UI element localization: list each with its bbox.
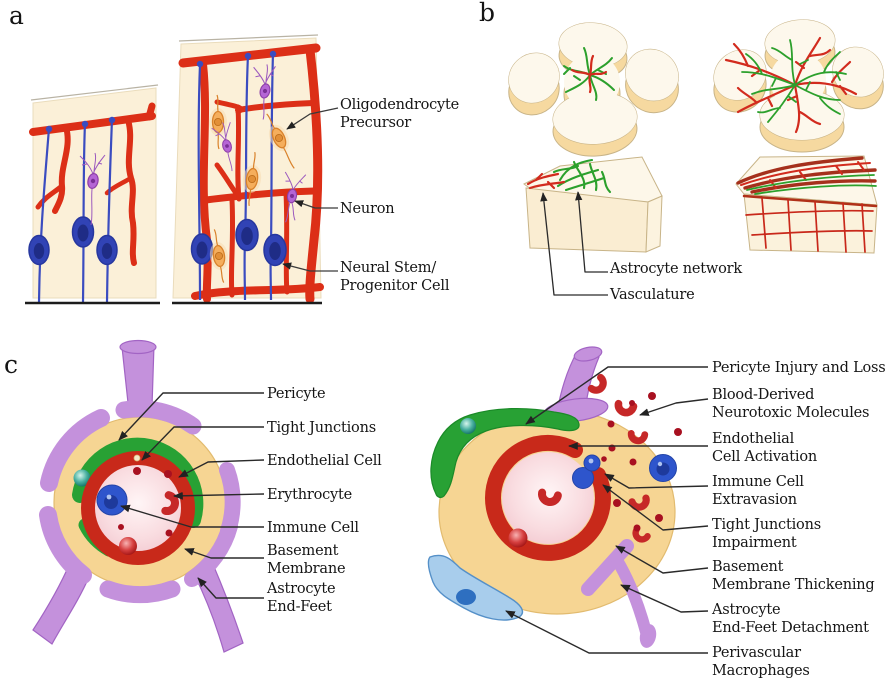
label-tight-junctions-impairment: Tight Junctions Impairment	[712, 516, 821, 552]
label-line: Astrocyte network	[610, 261, 742, 277]
erythrocytes	[118, 467, 179, 555]
pericyte-nucleus	[73, 469, 91, 487]
label-line: Blood-Derived	[712, 387, 815, 403]
label-perivascular-macrophages: Perivascular Macrophages	[712, 644, 810, 678]
label-line: Vasculature	[610, 287, 695, 303]
label-immune-cell-extravasion: Immune Cell Extravasion	[712, 473, 804, 509]
tight-junction-mark	[133, 454, 141, 462]
label-line: End-Feet Detachment	[712, 620, 869, 636]
label-astrocyte-end-feet-detachment: Astrocyte End-Feet Detachment	[712, 601, 869, 637]
label-line: End-Feet	[267, 599, 332, 615]
dense-network	[724, 36, 858, 134]
label-line: Oligodendrocyte	[340, 97, 460, 113]
label-basement-membrane: Basement Membrane	[267, 542, 346, 578]
neuron-cells	[211, 64, 307, 223]
label-line: Immune Cell	[267, 520, 359, 536]
radial-glia	[37, 118, 114, 303]
label-line: Perivascular	[712, 645, 801, 661]
label-line: Precursor	[340, 115, 411, 131]
label-astrocyte-end-feet: Astrocyte End-Feet	[267, 580, 336, 616]
label-neural-stem-progenitor-cell: Neural Stem/ Progenitor Cell	[340, 259, 450, 295]
panel-c-letter: c	[4, 350, 19, 379]
label-endothelial-cell-activation: Endothelial Cell Activation	[712, 430, 817, 466]
panel-b-illustration	[508, 19, 884, 296]
panel-c-right-leader-lines	[505, 366, 709, 654]
label-immune-cell: Immune Cell	[267, 519, 359, 537]
label-line: Neuron	[340, 201, 395, 217]
blood-vessels	[178, 43, 324, 304]
panel-b-leader-lines	[540, 191, 608, 296]
sparse-center-network	[563, 47, 615, 101]
label-line: Immune Cell	[712, 474, 804, 490]
label-endothelial-cell: Endothelial Cell	[267, 452, 382, 470]
astrocyte-process-bottom-left	[32, 562, 90, 645]
label-line: Astrocyte	[267, 581, 336, 597]
astrocyte-endfeet-ring	[39, 400, 241, 604]
label-pericyte-injury-and-loss: Pericyte Injury and Loss	[712, 359, 885, 377]
label-line: Cell Activation	[712, 449, 817, 465]
label-line: Membrane	[267, 561, 346, 577]
label-line: Macrophages	[712, 663, 810, 678]
label-line: Impairment	[712, 535, 797, 551]
label-line: Endothelial	[712, 431, 795, 447]
astrocyte-network-patch	[526, 158, 612, 194]
immune-cell-extravasating	[572, 454, 601, 489]
perivascular-macrophage	[427, 554, 524, 621]
label-blood-derived-neurotoxic-molecules: Blood-Derived Neurotoxic Molecules	[712, 386, 869, 422]
label-line: Neural Stem/	[340, 260, 437, 276]
pericyte-nucleus	[460, 418, 476, 434]
label-neuron: Neuron	[340, 200, 395, 218]
bbb-injured-illustration	[427, 346, 709, 654]
label-line: Membrane Thickening	[712, 577, 875, 593]
tissue-block-early	[25, 84, 160, 305]
label-line: Extravasion	[712, 492, 797, 508]
neuron-cell	[79, 152, 106, 226]
astrocyte-process-top	[556, 346, 603, 413]
label-line: Tight Junctions	[712, 517, 821, 533]
label-line: Pericyte	[267, 386, 326, 402]
endothelial-ring-activated	[485, 434, 611, 561]
brain-slice-early	[508, 22, 679, 157]
label-line: Tight Junctions	[267, 420, 376, 436]
tissue-block-adult	[172, 34, 324, 305]
label-line: Basement	[267, 543, 339, 559]
bbb-healthy-illustration	[32, 339, 265, 653]
brain-slice-adult	[713, 19, 884, 153]
radial-glia	[197, 52, 275, 301]
blood-vessels	[29, 102, 156, 266]
immune-cell	[96, 484, 128, 516]
neural-stem-cell-bodies	[190, 218, 287, 267]
label-basement-membrane-thickening: Basement Membrane Thickening	[712, 558, 875, 594]
label-erythrocyte: Erythrocyte	[267, 486, 352, 504]
panel-a-illustration	[25, 34, 339, 305]
label-line: Basement	[712, 559, 784, 575]
label-line: Neurotoxic Molecules	[712, 405, 870, 421]
panel-a-letter: a	[9, 1, 24, 30]
neural-stem-cell-bodies	[28, 216, 118, 266]
label-pericyte: Pericyte	[267, 385, 326, 403]
label-tight-junctions: Tight Junctions	[267, 419, 376, 437]
label-astrocyte-network: Astrocyte network	[610, 260, 742, 278]
dense-vessel-network	[736, 156, 878, 253]
label-vasculature: Vasculature	[610, 286, 695, 304]
label-line: Progenitor Cell	[340, 278, 450, 294]
label-line: Endothelial Cell	[267, 453, 382, 469]
brain-slab-adult	[735, 155, 878, 254]
label-line: Pericyte Injury and Loss	[712, 360, 885, 376]
panel-b-letter: b	[479, 0, 496, 27]
label-oligodendrocyte-precursor: Oligodendrocyte Precursor	[340, 96, 459, 132]
brain-slab-early	[523, 156, 663, 253]
label-line: Astrocyte	[712, 602, 781, 618]
panel-a-leader-lines	[282, 107, 339, 272]
panel-c-left-leader-lines	[118, 392, 265, 599]
label-line: Erythrocyte	[267, 487, 353, 503]
immune-cell-outside	[649, 454, 677, 482]
